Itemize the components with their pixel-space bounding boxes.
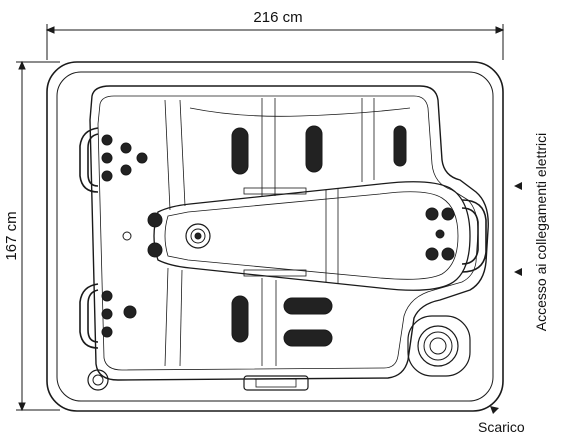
- jet: [425, 207, 439, 221]
- jet: [101, 152, 113, 164]
- jet: [136, 152, 148, 164]
- height-dimension: [16, 60, 60, 412]
- arrow-icon: [514, 182, 522, 276]
- height-label: 167 cm: [3, 211, 20, 260]
- front-vent: [243, 375, 309, 391]
- jet-pair: [283, 329, 333, 347]
- jet: [122, 231, 132, 241]
- jet-pair: [231, 127, 249, 175]
- jet: [120, 164, 132, 176]
- jet: [435, 229, 445, 239]
- filter-skimmer: [407, 315, 471, 377]
- jet: [147, 212, 163, 228]
- jet-pair: [283, 297, 333, 315]
- jet-pair: [393, 125, 407, 167]
- jet: [425, 247, 439, 261]
- jet: [441, 247, 455, 261]
- drain-fitting: [87, 369, 109, 391]
- headrest-left-top: [79, 127, 99, 193]
- jet: [441, 207, 455, 221]
- jet: [147, 242, 163, 258]
- drain-arrow-icon: [490, 406, 499, 414]
- drain-label: Scarico: [478, 419, 525, 435]
- jet: [101, 308, 113, 320]
- control-nozzle: [185, 223, 211, 249]
- jet-pair: [305, 125, 323, 173]
- jet: [123, 305, 137, 319]
- headrest-right: [461, 199, 487, 273]
- jet: [101, 170, 113, 182]
- spa-shell: [46, 61, 504, 412]
- jets: [101, 125, 455, 347]
- jet: [101, 326, 113, 338]
- jet: [101, 134, 113, 146]
- jet: [120, 142, 132, 154]
- width-label: 216 cm: [253, 9, 302, 26]
- headrest-left-bottom: [79, 283, 99, 349]
- electrical-access-label: Accesso ai collegamenti elettrici: [533, 133, 549, 331]
- width-dimension: [45, 24, 505, 60]
- lounger-seat: [153, 181, 471, 291]
- jet: [101, 290, 113, 302]
- jet-pair: [231, 295, 249, 343]
